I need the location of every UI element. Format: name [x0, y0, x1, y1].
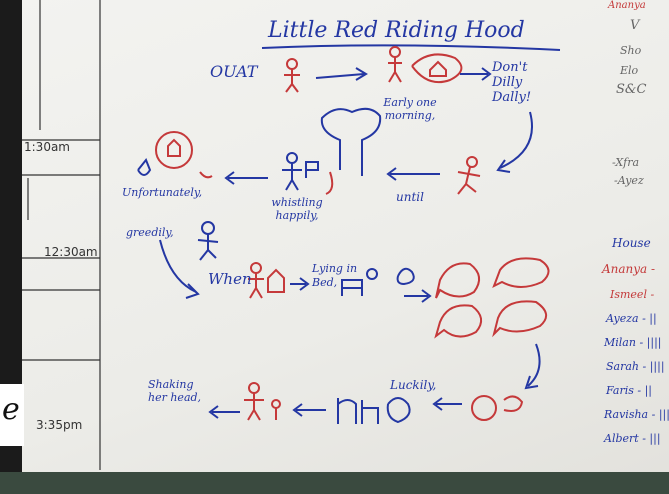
- early-label: Early one morning,: [383, 96, 437, 122]
- whistling-label: whistling happily,: [271, 196, 323, 222]
- note-line: Ananya: [608, 0, 646, 11]
- dont-dilly-label: Don't Dilly Dally!: [492, 60, 532, 105]
- note-line: House: [612, 236, 651, 250]
- lying-in-bed-label: Lying in Bed,: [312, 262, 358, 289]
- time-2: 12:30am: [44, 245, 98, 259]
- note-line: Elo: [620, 64, 639, 77]
- left-frame: [0, 0, 22, 494]
- luckily-label: Luckily,: [390, 378, 437, 392]
- note-line: Ananya -: [602, 262, 656, 276]
- when-label: When: [208, 270, 252, 288]
- note-line: -Ayez: [614, 174, 644, 187]
- note-line: Sarah - ||||: [606, 360, 665, 373]
- edge-letter: e: [2, 392, 20, 427]
- note-line: V: [630, 18, 640, 33]
- ouat-label: OUAT: [210, 62, 258, 81]
- note-line: Faris - ||: [606, 384, 652, 397]
- time-3: 3:35pm: [36, 418, 83, 432]
- unfortunately-label: Unfortunately,: [122, 186, 203, 199]
- until-label: until: [396, 190, 424, 204]
- note-line: Milan - ||||: [604, 336, 662, 349]
- note-line: Sho: [620, 44, 642, 57]
- note-line: Ismeel -: [610, 288, 655, 301]
- greedily-label: greedily,: [126, 226, 174, 239]
- story-title: Little Red Riding Hood: [268, 18, 525, 43]
- bottom-frame: [0, 472, 669, 494]
- right-notes: Ananya V Sho Elo S&C -Xfra -Ayez House A…: [600, 0, 669, 494]
- time-1: 1:30am: [24, 140, 70, 154]
- note-line: Ayeza - ||: [606, 312, 657, 325]
- note-line: Albert - |||: [604, 432, 661, 445]
- shaking-label: Shaking her head,: [148, 378, 202, 404]
- note-line: -Xfra: [612, 156, 640, 169]
- note-line: Ravisha - |||: [604, 408, 669, 421]
- edge-card: [0, 384, 24, 446]
- note-line: S&C: [616, 82, 647, 97]
